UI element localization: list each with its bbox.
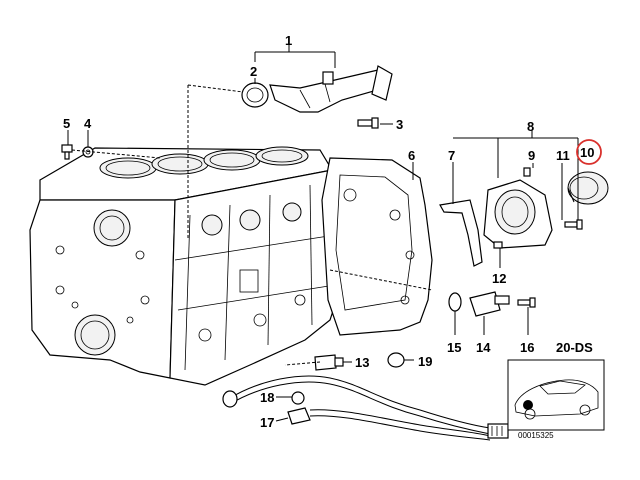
engine-block	[29, 146, 341, 386]
callout-7: 7	[448, 148, 455, 163]
screw-part-3	[357, 117, 379, 129]
callout-10-highlight: 10	[576, 139, 602, 165]
callout-11: 11	[556, 148, 570, 163]
plug-part-19	[387, 352, 405, 368]
diagram-number: 00015325	[518, 431, 554, 440]
callout-10: 10	[580, 145, 594, 160]
knock-sensor-part-17	[287, 407, 311, 425]
wiring-harness	[229, 375, 509, 441]
callout-18: 18	[260, 390, 274, 405]
knock-sensor-part-18	[291, 391, 305, 405]
callout-17: 17	[260, 415, 274, 430]
screw-part-16	[517, 297, 536, 308]
screw-part-11	[564, 219, 583, 230]
o-ring-part-15	[448, 292, 462, 312]
gasket-part-7	[439, 199, 483, 267]
callout-16: 16	[520, 340, 534, 355]
callout-8: 8	[527, 119, 534, 134]
bolt-part-5	[61, 144, 73, 160]
seal-ring-part-10	[567, 171, 609, 205]
screw-part-9	[523, 167, 531, 177]
water-pipe-part-1	[269, 65, 393, 113]
callout-19: 19	[418, 354, 432, 369]
gasket-part-6	[321, 157, 433, 336]
callout-3: 3	[396, 117, 403, 132]
callout-9: 9	[528, 148, 535, 163]
washer-part-4	[82, 146, 94, 158]
callout-6: 6	[408, 148, 415, 163]
leader-lines	[67, 44, 579, 422]
highlight-ring	[576, 139, 602, 165]
callout-15: 15	[447, 340, 461, 355]
o-ring-part-2	[241, 82, 269, 108]
vehicle-locator-thumbnail	[507, 359, 605, 431]
callout-5: 5	[63, 116, 70, 131]
callout-12: 12	[492, 271, 506, 286]
sensor-part-14	[469, 291, 510, 317]
callout-13: 13	[355, 355, 369, 370]
callout-labels: 1 2 3 4 5 6 7 8 9 11 12 13 14 15 16 17 1…	[63, 33, 570, 430]
stud-part-12	[493, 241, 503, 249]
sensor-end-left	[222, 390, 238, 408]
seal-carrier-part-8	[483, 179, 553, 249]
callout-4: 4	[84, 116, 92, 131]
callout-14: 14	[476, 340, 491, 355]
callout-2: 2	[250, 64, 257, 79]
location-marker	[523, 400, 533, 410]
callout-1: 1	[285, 33, 292, 48]
model-code: 20-DS	[556, 340, 593, 355]
